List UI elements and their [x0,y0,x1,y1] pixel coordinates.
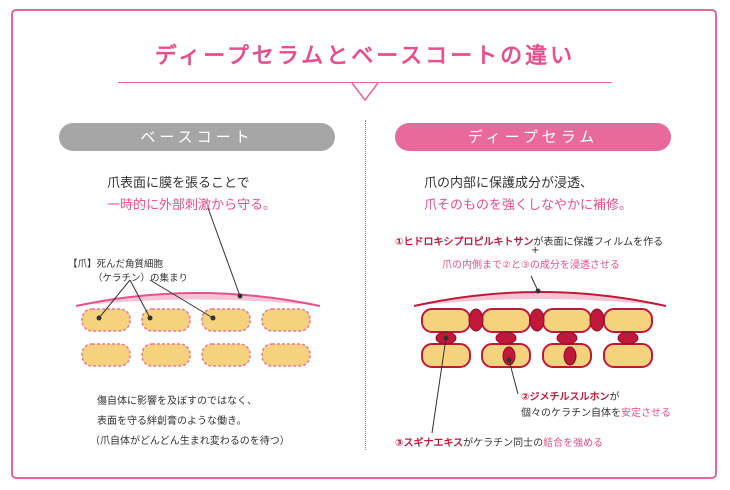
title-underline [118,82,612,83]
step3-line: ③スギナエキスがケラチン同士の結合を強める [395,434,603,449]
step1-sub: 爪の内側まで②と③の成分を浸透させる [442,260,620,271]
cell [81,343,131,367]
right-connectors [445,331,635,345]
cell [421,343,471,368]
left-note-3: （爪自体がどんどん生まれ変わるのを待つ） [90,436,290,447]
outer-frame [11,9,717,479]
cell [81,308,131,332]
step1-text: が表面に保護フィルムを作る [533,237,664,248]
base-coat-header: ベースコート [59,123,335,151]
cell [201,343,251,367]
left-pointers [96,207,243,321]
left-note-2: 表面を守る絆創膏のような働き。 [97,416,247,427]
serum-ellipse [617,331,639,345]
right-ellipses [435,308,639,366]
step2-line1: ②ジメチルスルホンが [521,388,619,403]
serum-ellipse [502,346,516,366]
left-desc-1: 爪表面に膜を張ることで [107,176,250,191]
step1-ingredient: ①ヒドロキシプロピルキトサン [395,237,534,248]
cell [481,308,531,333]
cell [201,308,251,332]
serum-ellipse [589,308,605,332]
cell [421,308,471,333]
cell [603,343,653,368]
serum-ellipse [495,331,517,345]
serum-ellipse [468,308,484,332]
right-pointers [431,275,541,434]
deep-serum-header: ディープセラム [395,123,671,151]
step1-line: ①ヒドロキシプロピルキトサンが表面に保護フィルムを作る [395,233,663,248]
step3-text: がケラチン同士の [463,438,544,449]
step2-line2: 個々のケラチン自体を安定させる [521,404,671,419]
serum-ellipse [556,331,578,345]
cell [542,308,592,333]
nail-label-1: 【爪】死んだ角質細胞 [68,259,164,270]
base-coat-line [75,292,321,307]
right-desc-1: 爪の内部に保護成分が浸透、 [424,176,594,191]
page-title: ディープセラムとベースコートの違い [154,44,576,69]
serum-ellipse [529,308,545,332]
step3-highlight: 結合を強める [543,438,604,449]
left-note-1: 傷自体に影響を及ぼすのではなく、 [97,396,257,407]
step2-highlight: 安定させる [621,408,671,419]
step3-ingredient: ③スギナエキス [395,438,464,449]
left-keratin-cells [81,308,311,367]
title-pointer [351,82,379,102]
plus-sign: + [531,245,540,256]
serum-ellipse [563,346,577,366]
cell [603,308,653,333]
right-desc-2: 爪そのものを強くしなやかに補修。 [424,198,633,213]
cell [261,343,311,367]
column-divider [365,120,366,450]
left-desc-2: 一時的に外部刺激から守る。 [107,198,277,213]
nail-label-2: （ケラチン）の集まり [93,273,189,284]
step2-ingredient: ②ジメチルスルホン [521,392,610,403]
cell [141,308,191,332]
step2-text: が [609,392,620,403]
cell [261,308,311,332]
step2-text-2: 個々のケラチン自体を [521,408,621,419]
cell [141,343,191,367]
